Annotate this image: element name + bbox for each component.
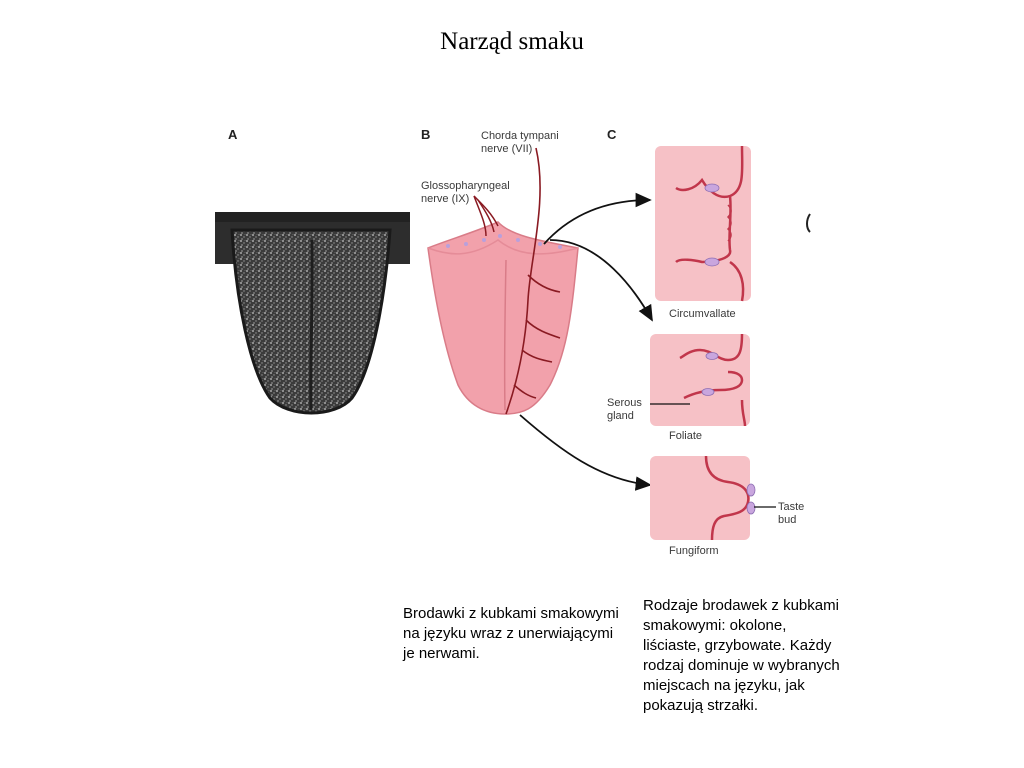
arrows [519, 192, 653, 491]
cropped-edge-mark [806, 213, 811, 233]
caption-right: Rodzaje brodawek z kubkami smakowymi: ok… [643, 597, 840, 714]
chorda-tympani-label-line2: nerve (VII) [481, 143, 532, 155]
glossopharyngeal-label-line1: Glossopharyngeal [421, 180, 510, 192]
serous-gland-label-line2: gland [607, 410, 634, 422]
chorda-tympani-nerve [505, 147, 561, 415]
arrow-to-foliate [549, 239, 653, 322]
taste-bud-label-line2: bud [778, 514, 796, 526]
panel-letter-a: A [228, 127, 238, 142]
panel-letter-b: B [421, 127, 430, 142]
foliate-papilla [650, 333, 750, 427]
glossopharyngeal-label-line2: nerve (IX) [421, 193, 469, 205]
circumvallate-papilla [655, 145, 751, 302]
caption-left: Brodawki z kubkami smakowymi na języku w… [403, 605, 619, 662]
chorda-tympani-label-line1: Chorda tympani [481, 130, 559, 142]
tongue-photo [215, 212, 410, 415]
tongue-diagram [427, 221, 579, 415]
panel-letter-c: C [607, 127, 617, 142]
circumvallate-label: Circumvallate [669, 308, 736, 320]
foliate-label: Foliate [669, 430, 702, 442]
taste-bud-label-line1: Taste [778, 501, 804, 513]
serous-gland-label-line1: Serous [607, 397, 642, 409]
fungiform-papilla [650, 455, 756, 541]
fungiform-label: Fungiform [669, 545, 719, 557]
slide-title: Narząd smaku [440, 28, 584, 55]
arrow-to-fungiform [519, 414, 652, 491]
glossopharyngeal-nerve [473, 195, 499, 237]
arrow-to-circumvallate [543, 192, 652, 245]
